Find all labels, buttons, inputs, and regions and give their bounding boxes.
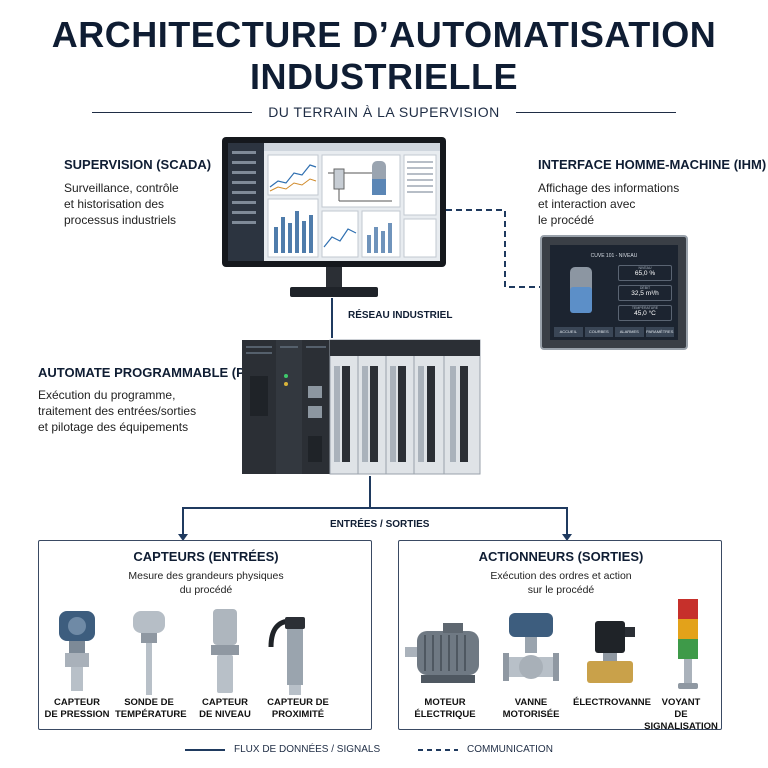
signal-tower-icon [678,599,698,689]
io-branch-line [182,507,568,536]
actuators-title: ACTIONNEURS (SORTIES) [478,549,644,564]
subtitle-rule-right [516,112,676,113]
hmi-button-bar: ACCUEIL COURBES ALARMES PARAMÈTRES [554,327,674,337]
ihm-title: INTERFACE HOMME-MACHINE (IHM) [538,157,767,172]
hmi-button-parametres[interactable]: PARAMÈTRES [645,327,674,337]
hmi-readout-temperature: TEMPÉRATURE 45,0 °C [618,305,672,321]
plc-rack [242,336,482,476]
scada-description: Surveillance, contrôle et historisation … [64,181,179,227]
pressure-sensor-icon [59,611,95,691]
plc-title: AUTOMATE PROGRAMMABLE (PLC) [38,365,267,380]
legend-dashed-label: COMMUNICATION [467,744,553,755]
ihm-description: Affichage des informations et interactio… [538,181,680,227]
scada-monitor [222,137,446,299]
sensors-title: CAPTEURS (ENTRÉES) [133,549,279,564]
hmi-button-courbes[interactable]: COURBES [584,327,613,337]
plc-description: Exécution du programme, traitement des e… [38,388,197,434]
solenoid-valve-icon [587,621,635,683]
level-sensor-icon [211,609,239,693]
communication-line [446,209,540,288]
hmi-readout-level: NIVEAU 65,0 % [618,265,672,281]
hmi-button-accueil[interactable]: ACCUEIL [554,327,583,337]
sensors-panel: CAPTEURS (ENTRÉES) Mesure des grandeurs … [38,540,372,730]
hmi-button-alarmes[interactable]: ALARMES [615,327,644,337]
tank-icon [570,267,592,313]
io-label: ENTRÉES / SORTIES [330,519,430,530]
actuators-description: Exécution des ordres et action sur le pr… [490,570,632,596]
arrow-to-actuators [562,534,572,541]
legend-solid-label: FLUX DE DONNÉES / SIGNALS [234,744,381,755]
page-subtitle: DU TERRAIN À LA SUPERVISION [268,104,500,120]
subtitle-rule-left [92,112,252,113]
electric-motor-icon [405,623,479,683]
page-title-line2: INDUSTRIELLE [249,56,518,97]
actuators-panel: ACTIONNEURS (SORTIES) Exécution des ordr… [398,540,722,732]
network-label: RÉSEAU INDUSTRIEL [348,310,453,321]
hmi-screen-header: CUVE 101 - NIVEAU [590,253,638,259]
actuator-label-solenoid-valve: ÉLECTROVANNE [573,697,651,708]
proximity-sensor-icon [268,617,305,695]
page-title: ARCHITECTURE D’AUTOMATISATION [51,14,717,55]
hmi-panel: CUVE 101 - NIVEAU NIVEAU 65,0 % DÉBIT 32… [540,235,688,350]
sensors-description: Mesure des grandeurs physiques du procéd… [128,570,284,596]
hmi-screen: CUVE 101 - NIVEAU NIVEAU 65,0 % DÉBIT 32… [550,245,678,340]
arrow-to-sensors [178,534,188,541]
scada-title: SUPERVISION (SCADA) [64,157,212,172]
hmi-readout-flow: DÉBIT 32,5 m³/h [618,285,672,301]
temperature-probe-icon [133,611,165,695]
motorized-valve-icon [503,613,559,681]
